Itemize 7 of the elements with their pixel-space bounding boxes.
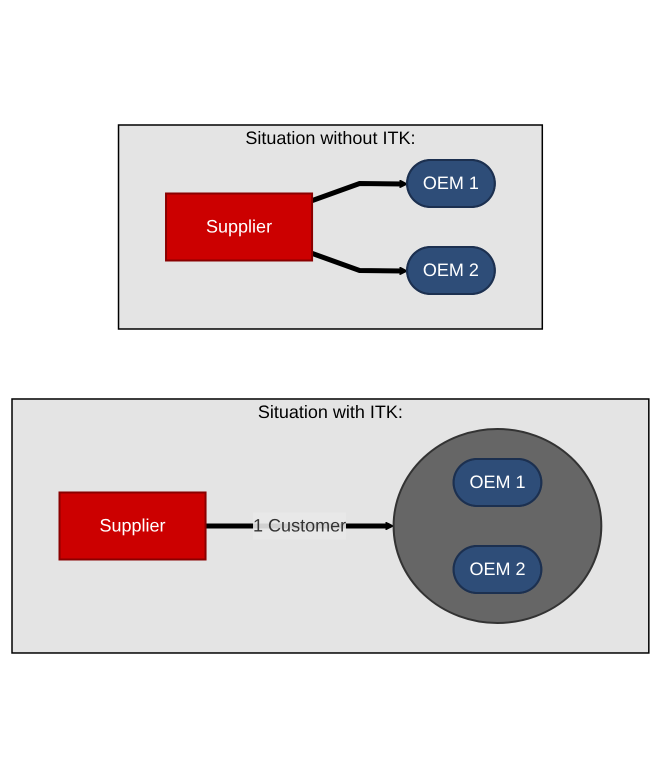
node-box xyxy=(58,492,206,560)
arrow xyxy=(310,180,408,203)
cluster xyxy=(392,428,602,624)
arrow xyxy=(310,251,408,276)
cluster xyxy=(117,124,543,330)
node-box xyxy=(164,192,313,262)
cluster xyxy=(10,398,650,654)
